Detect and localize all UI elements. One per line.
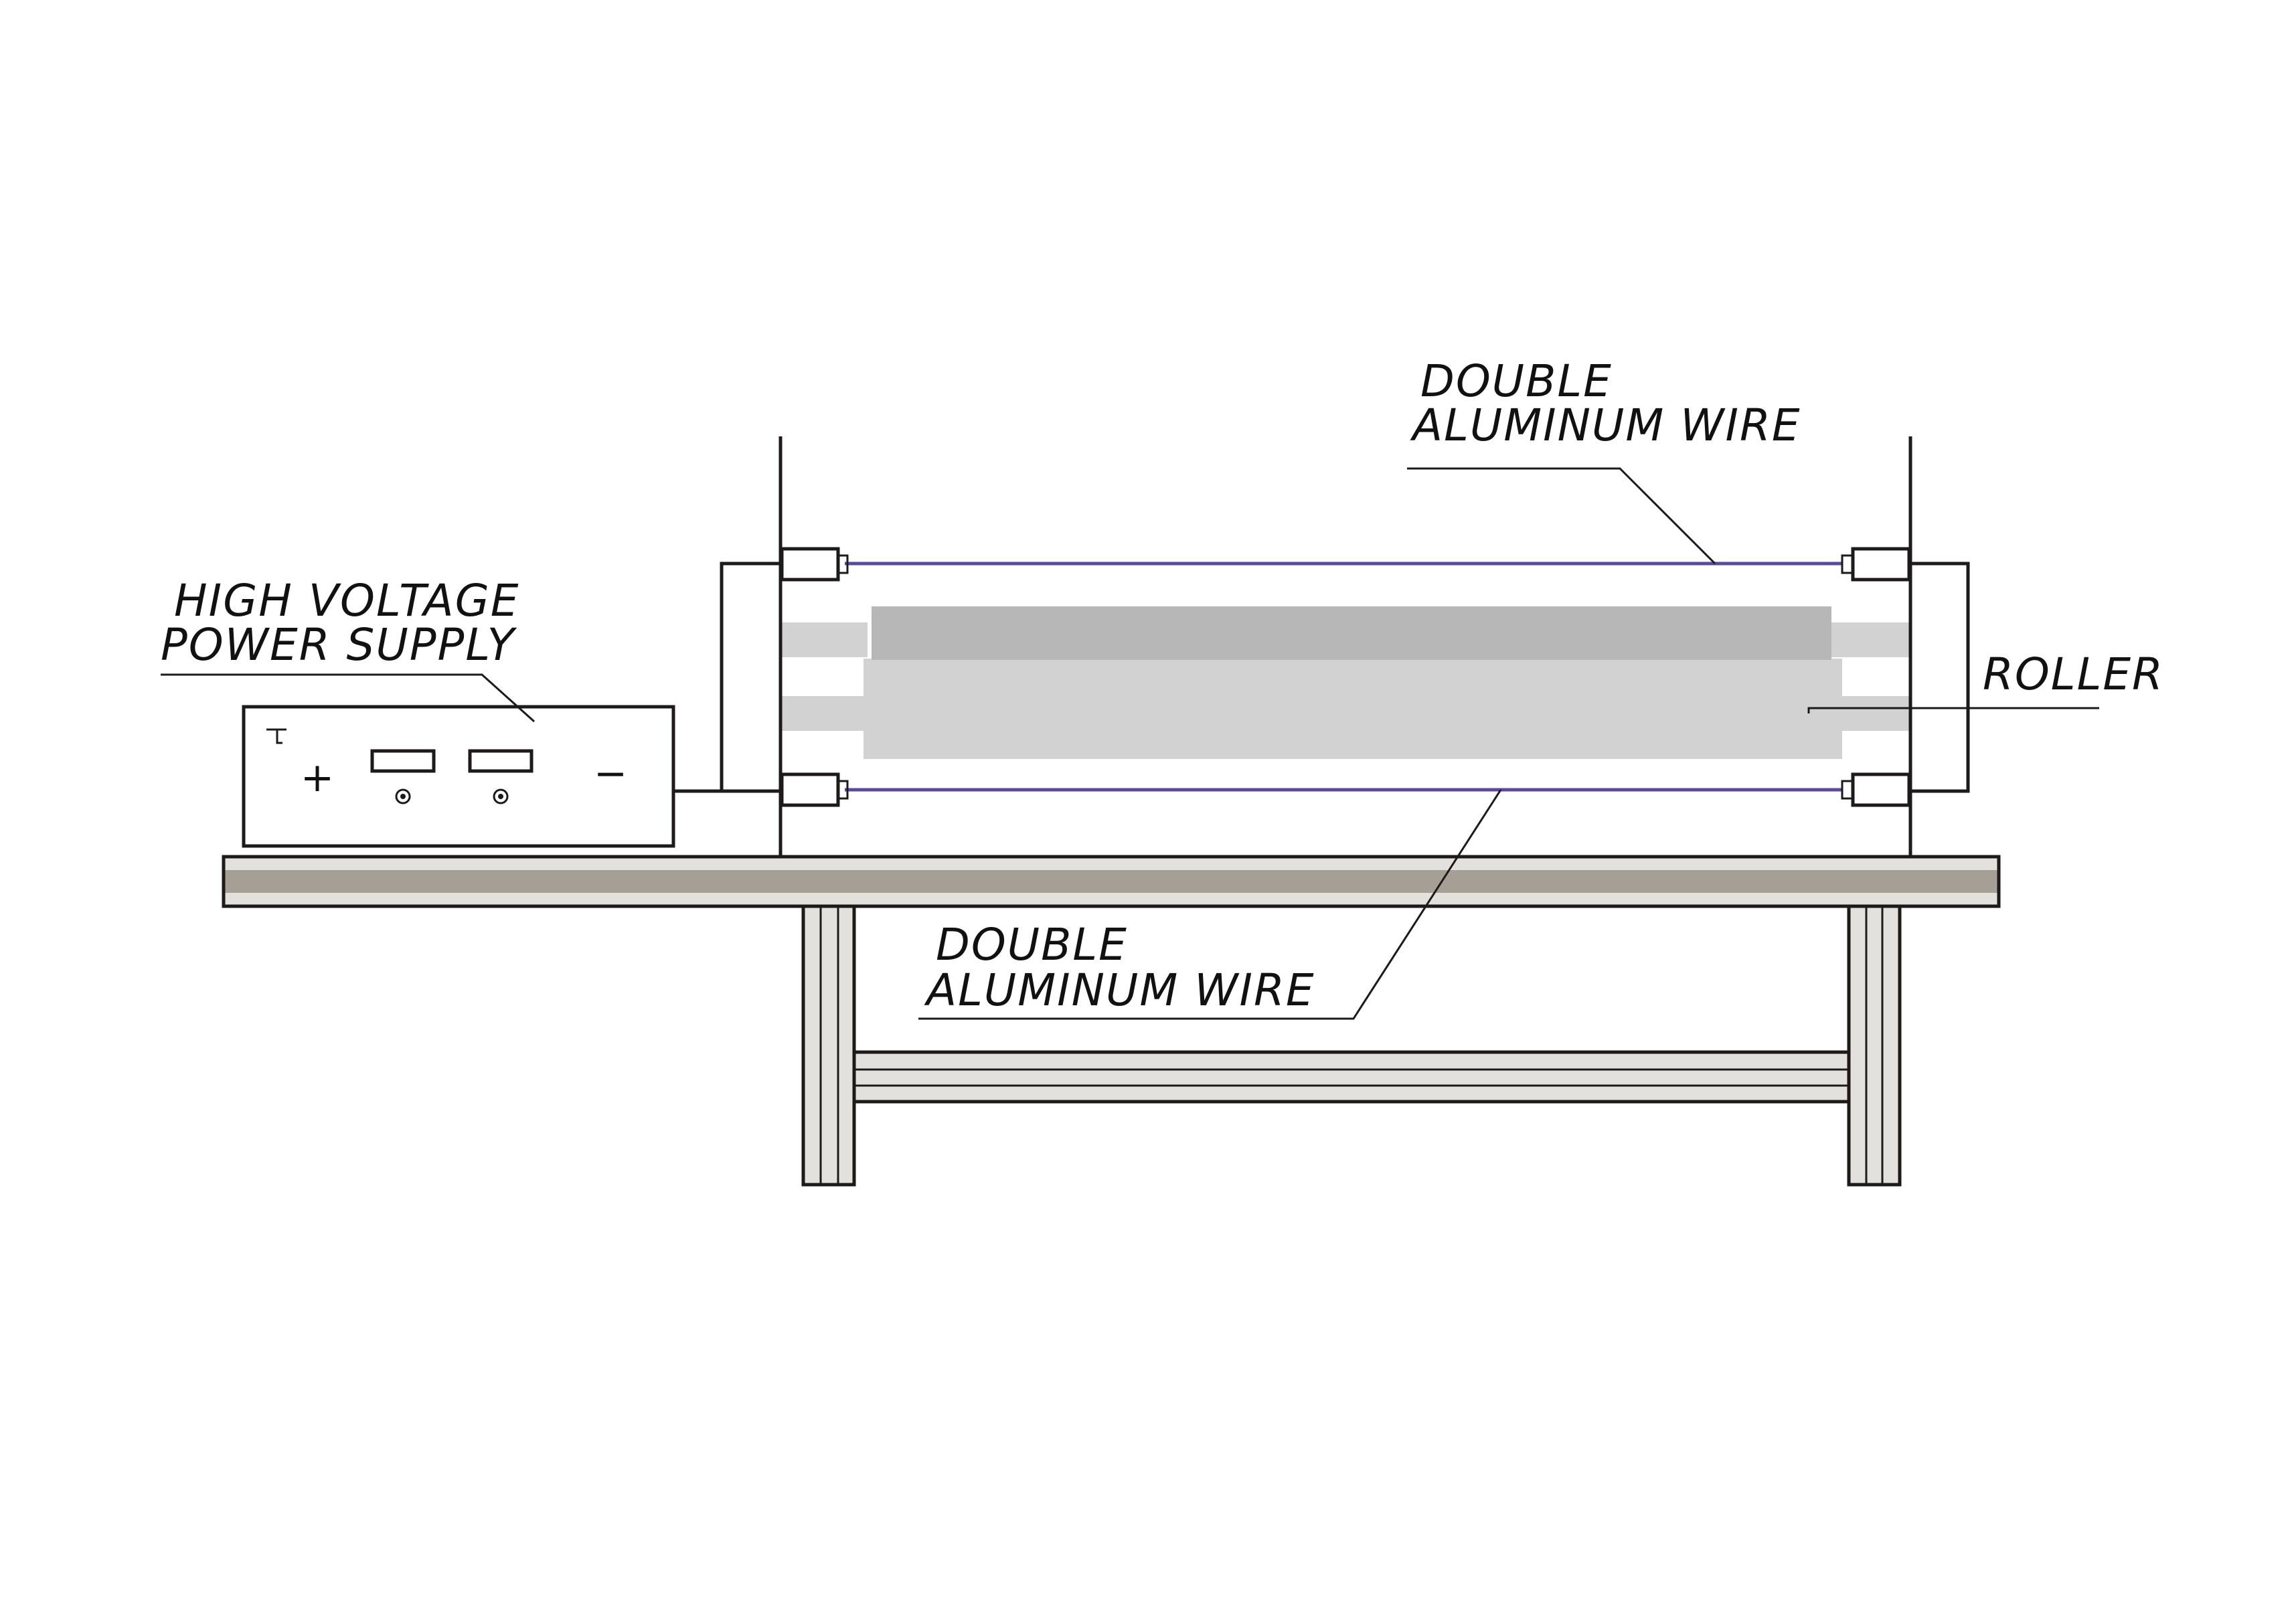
roller-body-dark <box>872 606 1831 660</box>
table-leg-right <box>1847 904 1902 1187</box>
bottom-wire-label-line2: ALUMINUM WIRE <box>924 964 1315 1016</box>
roller-shaft-left-upper <box>782 622 868 657</box>
power-supply-case <box>242 705 675 848</box>
leader-roller <box>1807 707 2099 713</box>
leader-bottom-wire <box>918 789 1502 1020</box>
leader-top-wire <box>1407 467 1716 565</box>
supply-label-line2: POWER SUPPLY <box>161 619 517 671</box>
minus-terminal-symbol: − <box>594 750 627 797</box>
right-bus-connector <box>1910 562 1970 793</box>
display-left <box>370 749 436 773</box>
clamp-top-right <box>1841 547 1911 582</box>
roller-shaft-right-upper <box>1831 622 1910 657</box>
ground-terminal-icon <box>266 728 286 744</box>
top-wire-label-line2: ALUMINUM WIRE <box>1410 400 1801 451</box>
table-top <box>222 855 2001 908</box>
plus-terminal-symbol: + <box>301 754 334 801</box>
roller-body-light <box>864 659 1842 759</box>
clamp-bottom-left <box>780 772 849 807</box>
supply-label-line1: HIGH VOLTAGE <box>174 575 520 626</box>
roller-shaft-left-lower <box>782 696 868 731</box>
roller-shaft-right-lower <box>1842 696 1910 731</box>
table-crossbar <box>852 1050 1851 1104</box>
roller <box>782 606 1910 759</box>
table-leg-left <box>801 904 856 1187</box>
clamp-top-left <box>780 547 849 582</box>
top-wire-label-line1: DOUBLE <box>1420 355 1613 407</box>
knob-left-icon <box>395 788 411 804</box>
bottom-wire-label-line1: DOUBLE <box>936 919 1128 970</box>
leader-power-supply <box>161 673 536 723</box>
display-right <box>468 749 534 773</box>
clamp-bottom-right <box>1841 772 1911 807</box>
power-supply: + − <box>242 705 675 848</box>
roller-label: ROLLER <box>1983 649 2164 700</box>
knob-right-icon <box>493 788 509 804</box>
left-bus-connector <box>720 562 781 793</box>
